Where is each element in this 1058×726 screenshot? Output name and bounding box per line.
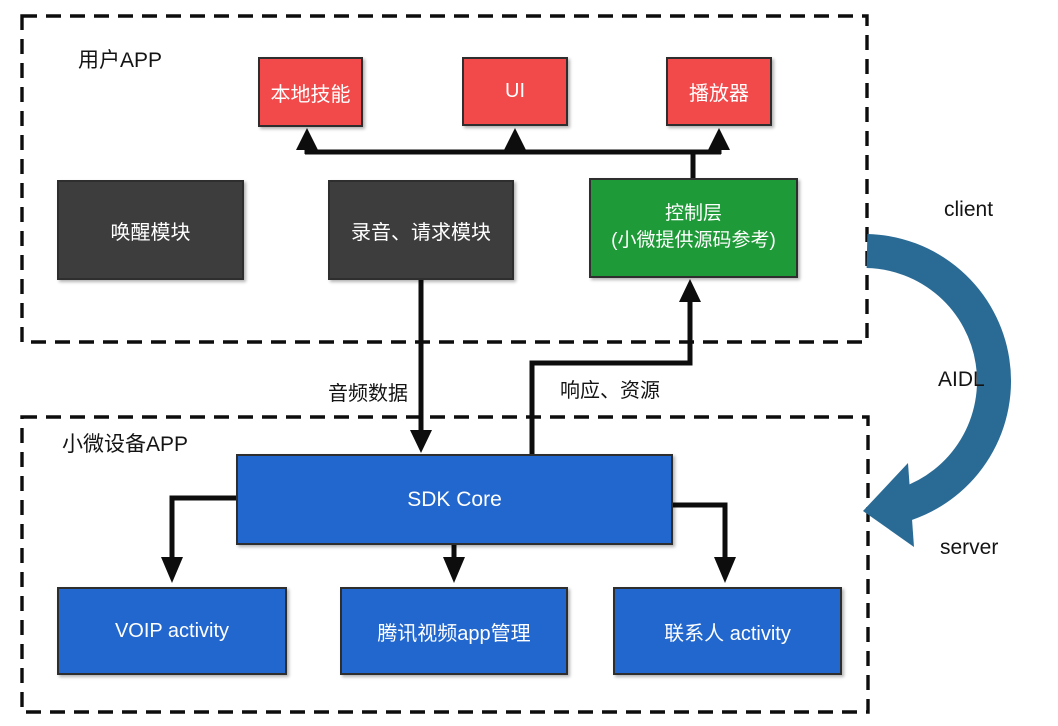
arrowhead-player-icon	[708, 128, 730, 150]
node-contacts-activity: 联系人 activity	[613, 587, 842, 675]
node-player: 播放器	[666, 57, 772, 126]
node-voip-activity: VOIP activity	[57, 587, 287, 675]
node-record-module: 录音、请求模块	[328, 180, 514, 280]
device-app-container-label: 小微设备APP	[62, 433, 189, 456]
control-layer-subtitle: (小微提供源码参考)	[611, 230, 776, 251]
arrowhead-voip-icon	[161, 557, 183, 583]
control-layer-title: 控制层	[664, 203, 722, 225]
node-sdk-core: SDK Core	[236, 454, 673, 545]
edge-label-response-resource: 响应、资源	[560, 380, 660, 402]
user-app-container-label: 用户APP	[78, 49, 163, 72]
edge-sdk-to-contacts	[671, 502, 728, 558]
node-wake-module: 唤醒模块	[57, 180, 244, 280]
arrowhead-contacts-icon	[714, 557, 736, 583]
edge-response-resource	[529, 301, 693, 457]
arrowhead-tencent-video-icon	[443, 557, 465, 583]
arrowhead-local-skill-icon	[296, 128, 318, 150]
edge-sdk-to-voip	[169, 495, 238, 558]
arrowhead-sdk-core-icon	[410, 430, 432, 453]
node-tencent-video-manager: 腾讯视频app管理	[340, 587, 568, 675]
side-label-client: client	[944, 198, 994, 221]
edge-label-audio-data: 音频数据	[328, 383, 408, 405]
node-local-skill: 本地技能	[258, 57, 363, 127]
side-label-server: server	[940, 536, 999, 559]
user-app-container-border	[20, 14, 869, 344]
node-ui: UI	[462, 57, 568, 126]
arrowhead-control-layer-icon	[679, 279, 701, 302]
node-control-layer: 控制层 (小微提供源码参考)	[589, 178, 798, 278]
arrowhead-ui-icon	[504, 128, 526, 150]
side-label-aidl: AIDL	[938, 368, 985, 391]
aidl-flow-arc	[866, 234, 1011, 521]
aidl-flow-arrowhead-icon	[863, 463, 914, 547]
device-app-container-border	[20, 415, 870, 714]
